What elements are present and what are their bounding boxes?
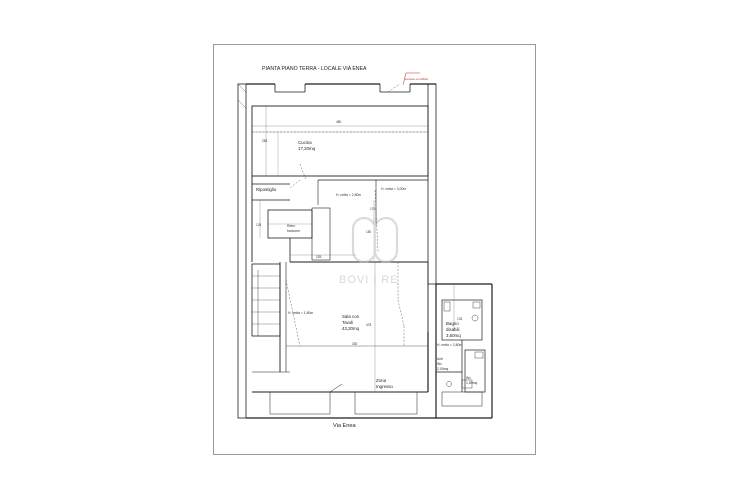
dim-150: 150: [366, 230, 372, 234]
room-zona-sub: Ingresso: [376, 384, 393, 389]
note-h-corridoio: H. netta = 2,80m: [336, 193, 361, 197]
note-h-sala: H. netta = 1,80m: [288, 311, 313, 315]
room-sala-name: Sala con: [342, 314, 360, 319]
plan-title: PIANTA PIANO TERRA - LOCALE VIA ENEA: [262, 66, 367, 72]
room-zona-name: Zona: [376, 378, 387, 383]
room-wc-name: Wc: [466, 376, 471, 380]
room-retro-name: Retro: [287, 224, 295, 228]
room-anti-name: Anti: [437, 357, 443, 361]
room-anti-sub: Wc: [437, 362, 442, 366]
outer-walls: [237, 83, 493, 419]
dim-480: 480: [336, 120, 342, 124]
room-cucina-area: 17,20mq: [298, 146, 316, 151]
note-h-bagno: H. netta = 2,80m: [437, 343, 462, 347]
room-sala-sub: Tavoli: [342, 320, 353, 325]
watermark-brand: BOVI | RE: [339, 274, 399, 286]
dim-125: 125: [256, 223, 262, 227]
dim-170: 170: [370, 207, 376, 211]
room-retro-sub: bancone: [287, 229, 300, 233]
watermark-logo: BOVI | RE: [339, 216, 399, 286]
room-bagno-sub: disabili: [446, 327, 459, 332]
room-bagno-name: Bagno: [446, 321, 459, 326]
dashed-lines: [252, 83, 428, 347]
room-cucina-name: Cucina: [298, 140, 312, 145]
dim-283: 283: [262, 139, 268, 143]
room-sala-area: 43,20mq: [342, 326, 360, 331]
dim-330: 330: [352, 342, 358, 346]
dim-478: 478: [366, 323, 372, 327]
room-anti-area: 2,00mq: [437, 367, 448, 371]
room-bagno-area: 3,60mq: [446, 333, 461, 338]
note-h-cucina: H. netta = 3,00m: [381, 187, 406, 191]
dimension-lines: [252, 106, 455, 392]
dim-225: 225: [316, 255, 322, 259]
street-label: Via Enea: [333, 423, 356, 429]
red-note-marker: Accesso ai soffitto: [402, 72, 428, 86]
red-note: Accesso ai soffitto: [404, 77, 428, 81]
room-ripostiglio: Ripostiglio: [256, 187, 277, 192]
room-wc-area: 1,80mq: [466, 381, 477, 385]
dim-133: 133: [457, 317, 463, 321]
